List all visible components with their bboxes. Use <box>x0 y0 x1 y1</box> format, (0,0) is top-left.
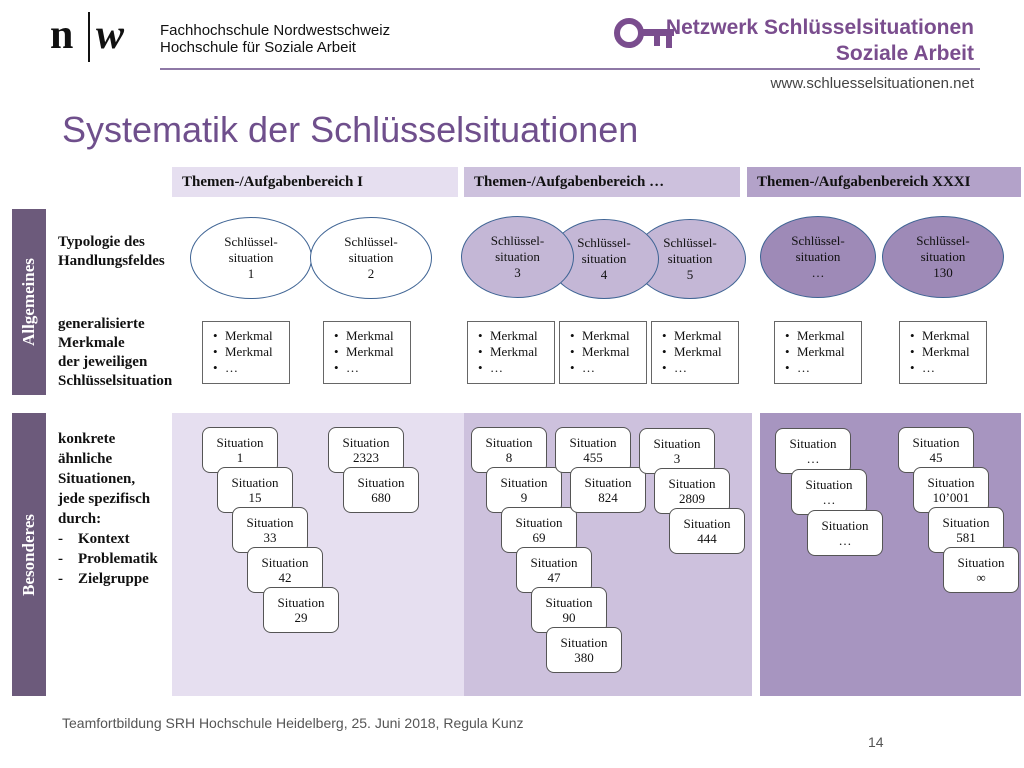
key-icon <box>614 18 674 48</box>
row-label-concrete: konkrete ähnliche Situationen, jede spez… <box>58 431 158 587</box>
row-label-features: generalisierte Merkmale der jeweiligen S… <box>58 316 173 389</box>
brand-title-line1: Netzwerk Schlüsselsituationen <box>665 16 974 39</box>
side-label-allgemeines: Allgemeines <box>12 209 46 395</box>
feature-box-7: MerkmalMerkmal… <box>899 321 987 384</box>
footer-text: Teamfortbildung SRH Hochschule Heidelber… <box>62 715 524 731</box>
feature-box-1: MerkmalMerkmal… <box>202 321 290 384</box>
situation-ellipsis-2: Situation… <box>791 469 867 515</box>
feature-box-3: MerkmalMerkmal… <box>467 321 555 384</box>
column-header-2: Themen-/Aufgabenbereich … <box>464 167 740 197</box>
website-url: www.schluesselsituationen.net <box>770 75 974 92</box>
university-name-line2: Hochschule für Soziale Arbeit <box>160 39 356 56</box>
university-name-line1: Fachhochschule Nordwestschweiz <box>160 22 391 39</box>
situation-ellipsis-3: Situation… <box>807 510 883 556</box>
page-number: 14 <box>868 734 884 750</box>
brand-title-line2: Soziale Arbeit <box>835 42 974 65</box>
situation-infinity: Situation∞ <box>943 547 1019 593</box>
feature-box-2: MerkmalMerkmal… <box>323 321 411 384</box>
column-header-3: Themen-/Aufgabenbereich XXXI <box>747 167 1021 197</box>
feature-box-6: MerkmalMerkmal… <box>774 321 862 384</box>
row-label-typology: Typologie des Handlungsfeldes <box>58 234 165 269</box>
fhnw-logo-n: n <box>50 12 74 58</box>
column-header-1: Themen-/Aufgabenbereich I <box>172 167 458 197</box>
situation-ellipsis-1: Situation… <box>775 428 851 474</box>
fhnw-logo-w: w <box>96 12 125 58</box>
key-situation-ellipsis: Schlüssel-situation… <box>760 216 876 298</box>
page-title: Systematik der Schlüsselsituationen <box>62 109 639 150</box>
header-rule <box>160 68 980 70</box>
feature-box-4: MerkmalMerkmal… <box>559 321 647 384</box>
side-label-besonderes: Besonderes <box>12 413 46 696</box>
feature-box-5: MerkmalMerkmal… <box>651 321 739 384</box>
fhnw-logo-divider <box>88 12 90 62</box>
